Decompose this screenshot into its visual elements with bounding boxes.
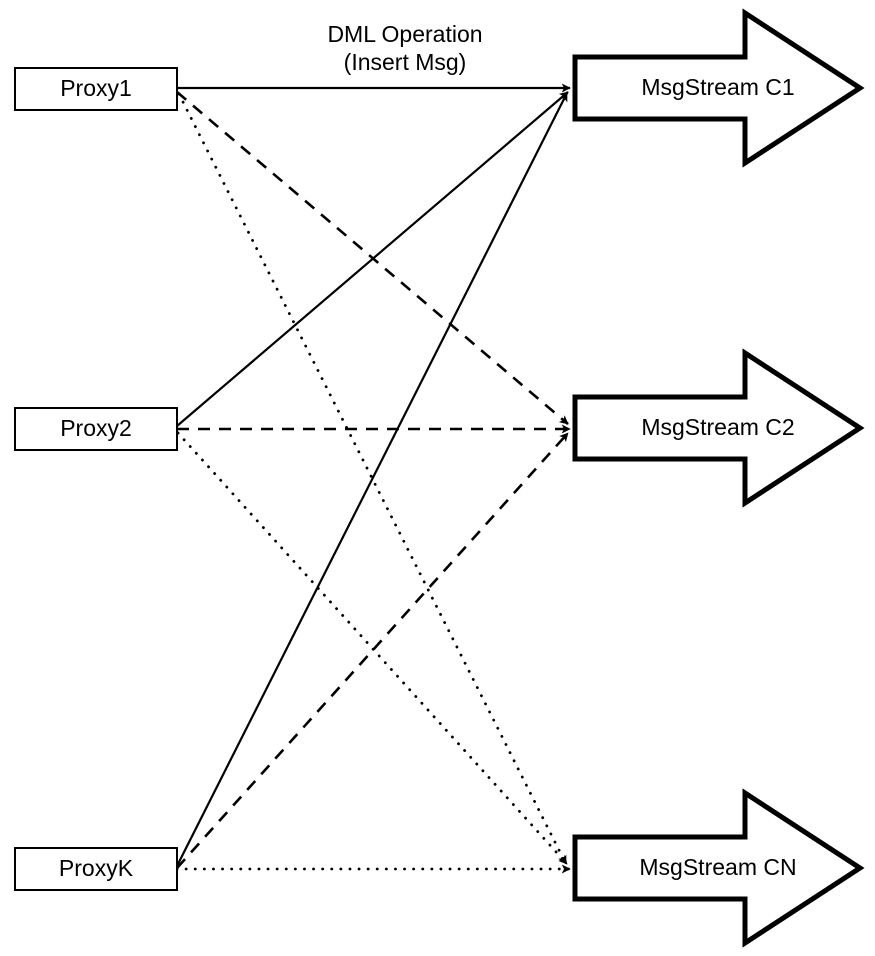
msgstream-node-c2[interactable]: MsgStream C2: [572, 348, 865, 508]
msgstream-block-arrow-c1[interactable]: [572, 8, 865, 168]
link-proxyK-to-c1: [176, 92, 568, 867]
proxy-box-proxy1[interactable]: [14, 67, 178, 111]
link-proxy1-to-cn: [177, 92, 568, 866]
dml-operation-label-line1: DML Operation: [327, 21, 482, 47]
links-layer: [175, 83, 572, 874]
link-line-solid: [176, 92, 568, 867]
link-line-dashed: [176, 432, 569, 869]
streams-layer: MsgStream C1 MsgStream C2 MsgStream CN: [572, 8, 865, 948]
proxy-label-proxy1: Proxy1: [60, 75, 132, 101]
proxy-box-proxy2[interactable]: [14, 407, 178, 451]
proxy-box-proxyK[interactable]: [14, 847, 178, 891]
link-proxy2-to-cn: [176, 431, 569, 866]
link-proxy2-to-c1: [176, 91, 569, 427]
msgstream-label-cn: MsgStream CN: [639, 854, 796, 880]
msgstream-block-arrow-cn[interactable]: [572, 788, 865, 948]
dml-operation-label: DML Operation (Insert Msg): [327, 21, 482, 75]
proxy-label-proxy2: Proxy2: [60, 415, 132, 441]
msgstream-block-arrow-c2[interactable]: [572, 348, 865, 508]
dml-operation-label-line2: (Insert Msg): [344, 49, 467, 75]
link-line-dotted: [176, 431, 569, 866]
link-line-solid: [176, 91, 569, 427]
link-line-dotted: [177, 92, 568, 866]
proxy-node-proxyK[interactable]: ProxyK: [14, 847, 178, 891]
msgstream-label-c1: MsgStream C1: [641, 74, 794, 100]
link-proxyK-to-c2: [176, 432, 569, 869]
msgstream-label-c2: MsgStream C2: [641, 414, 794, 440]
proxy-label-proxyK: ProxyK: [59, 855, 134, 881]
msgstream-node-cn[interactable]: MsgStream CN: [572, 788, 865, 948]
proxy-node-proxy2[interactable]: Proxy2: [14, 407, 178, 451]
msgstream-node-c1[interactable]: MsgStream C1: [572, 8, 865, 168]
proxy-node-proxy1[interactable]: Proxy1: [14, 67, 178, 111]
